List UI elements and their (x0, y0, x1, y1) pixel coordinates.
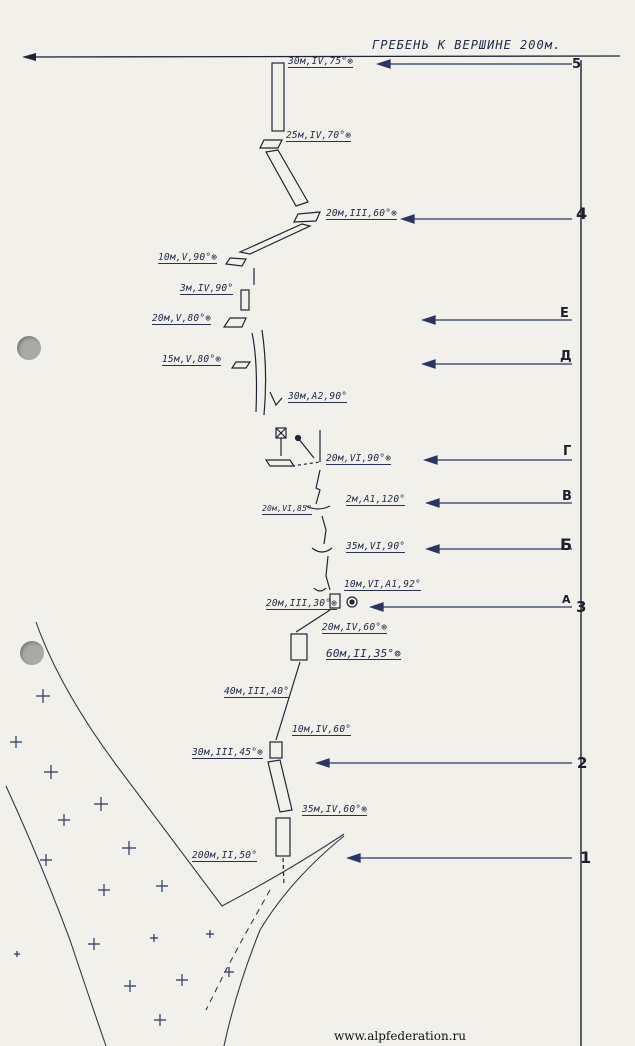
chimney-right (261, 329, 267, 416)
pitch-label: 3м,IV,90° (180, 283, 234, 295)
pitch-label: 30м,III,45°⊚ (192, 747, 264, 759)
ledge-6 (264, 459, 296, 467)
pitch-label: 30м,А2,90° (288, 391, 348, 403)
ledge-1 (259, 139, 283, 149)
pitch-label: 25м,IV,70°⊚ (286, 130, 352, 142)
pitch-label: 10м,V,90°⊚ (158, 252, 218, 264)
pitch-label: 20м,IV,60°⊚ (322, 622, 388, 634)
pitch-box-top (271, 62, 285, 132)
pitch-label: 10м,IV,60° (292, 724, 352, 736)
pitch-label: 15м,V,80°⊚ (162, 354, 222, 366)
ledge-5 (230, 361, 252, 369)
section-label-2: 2 (577, 754, 588, 772)
punch-hole-bottom (20, 641, 44, 665)
pitch-label: 20м,VI,90°⊚ (326, 453, 392, 465)
pitch-label: 2м,А1,120° (346, 494, 406, 506)
pitch-box-a1 (329, 593, 341, 609)
pitch-box-35m (275, 817, 291, 857)
pitch-box-60m (290, 633, 308, 661)
pitch-label: 60м,II,35°⊚ (326, 647, 402, 660)
punch-hole-top (17, 336, 41, 360)
pitch-label: 200м,II,50° (192, 850, 258, 862)
section-label-b: Б (560, 535, 573, 554)
pitch-label: 35м,IV,60°⊚ (302, 804, 368, 816)
pitch-label: 40м,III,40° (224, 686, 290, 698)
ledge-2 (293, 211, 321, 223)
pitch-label: 35м,VI,90° (346, 541, 406, 553)
pitch-label: 20м,V,80°⊚ (152, 313, 212, 325)
section-arrows (314, 59, 572, 863)
ridge-arrowhead (22, 53, 36, 61)
ledge-3 (224, 257, 247, 267)
section-label-a: А (562, 593, 571, 606)
footer-url: www.alpfederation.ru (334, 1029, 466, 1043)
ledge-4 (222, 317, 247, 328)
moraine-crosses (10, 689, 234, 1026)
ridge-note: ГРЕБЕНЬ К ВЕРШИНЕ 200м. (372, 38, 562, 52)
slab-2 (238, 223, 312, 255)
section-label-5: 5 (572, 57, 582, 72)
slab-3 (267, 759, 293, 813)
section-label-v: В (562, 489, 572, 504)
pitch-label: 20м,III,60°⊚ (326, 208, 398, 220)
section-label-d: Д (560, 349, 572, 364)
pitch-label: 30м,IV,75°⊚ (288, 56, 354, 68)
section-label-e: Е (560, 306, 569, 321)
section-label-3: 3 (576, 598, 587, 616)
route-line (222, 62, 358, 887)
glacier-outline (5, 621, 345, 1046)
pitch-box-10m (269, 741, 283, 759)
section-label-g: Г (563, 444, 572, 459)
slab-1 (265, 149, 309, 207)
section-label-1: 1 (580, 848, 592, 867)
section-label-4: 4 (576, 204, 588, 223)
pitch-label: 20м,VI,85° (262, 504, 313, 515)
pitch-label: 10м,VI,А1,92° (344, 579, 421, 591)
pitch-box-3m (240, 289, 250, 311)
ridge-arrow-line (25, 55, 621, 58)
chimney-left (251, 332, 258, 413)
pitch-label: 20м,III,30°⊚ (266, 598, 338, 610)
